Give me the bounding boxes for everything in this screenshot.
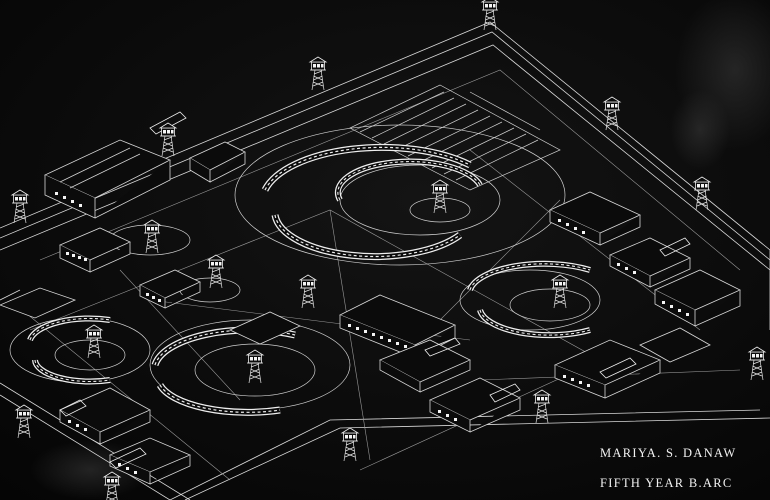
stair-ramps <box>59 111 691 469</box>
grunge-texture <box>30 0 770 500</box>
author-year: FIFTH YEAR B.ARC <box>600 476 733 490</box>
parking-court <box>349 84 561 191</box>
lit-windows <box>55 192 689 474</box>
author-name: MARIYA. S. DANAW <box>600 446 737 460</box>
admin-blocks <box>44 139 246 219</box>
